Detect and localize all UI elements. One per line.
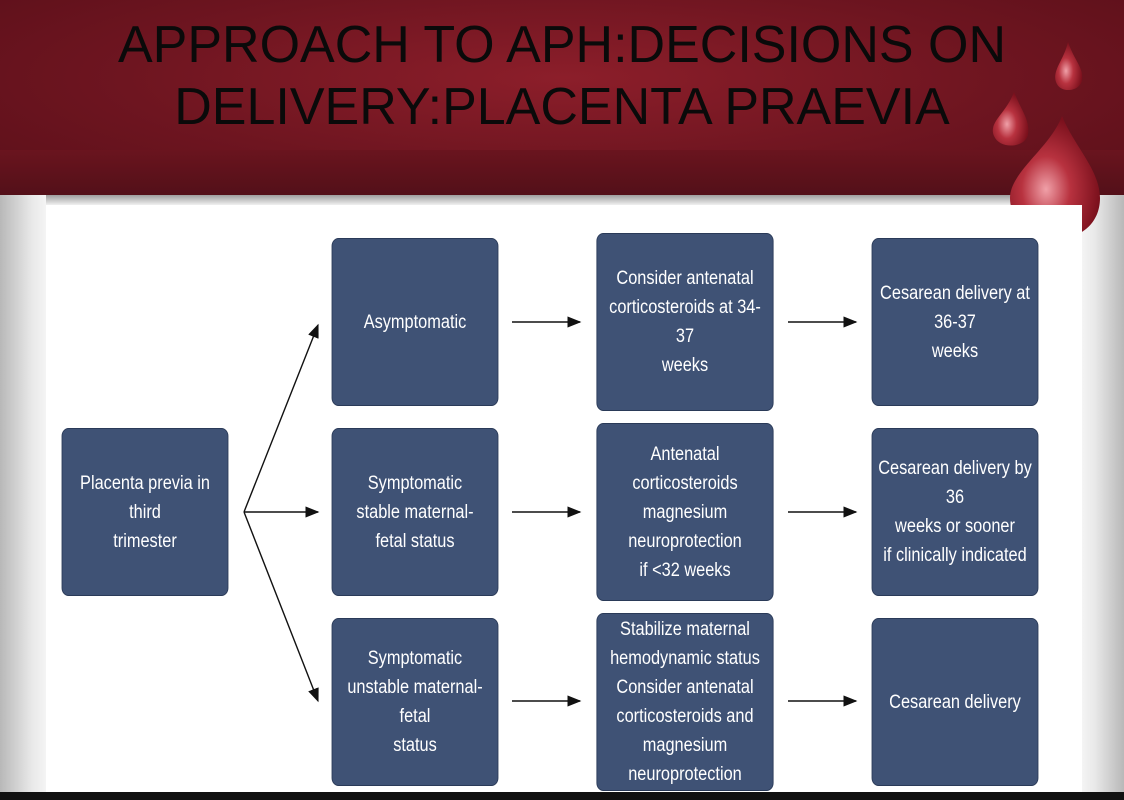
node-asym-delivery: Cesarean delivery at 36-37 weeks xyxy=(871,238,1039,406)
node-unstable-management: Stabilize maternal hemodynamic status Co… xyxy=(596,613,774,791)
arrow-root-to-asymptomatic xyxy=(243,323,319,513)
node-symptomatic-stable: Symptomatic stable maternal- fetal statu… xyxy=(331,428,499,596)
left-panel-edge xyxy=(0,195,46,800)
bottom-border xyxy=(0,792,1124,800)
blood-drop-medium xyxy=(992,92,1029,146)
right-panel-edge xyxy=(1082,195,1124,800)
node-placenta-previa: Placenta previa in third trimester xyxy=(61,428,229,596)
node-symptomatic-unstable: Symptomatic unstable maternal-fetal stat… xyxy=(331,618,499,786)
slide-title: APPROACH TO APH:DECISIONS ON DELIVERY:PL… xyxy=(20,14,1104,138)
blood-drop-small xyxy=(1055,42,1083,91)
title-line-1: APPROACH TO APH:DECISIONS ON xyxy=(117,16,1007,74)
flowchart-arrows xyxy=(243,316,858,707)
arrow-root-to-unstable xyxy=(243,511,319,703)
node-unstable-delivery: Cesarean delivery xyxy=(871,618,1039,786)
content-top-border xyxy=(0,195,1124,205)
node-asymptomatic: Asymptomatic xyxy=(331,238,499,406)
title-line-2: DELIVERY:PLACENTA PRAEVIA xyxy=(174,78,950,136)
node-asym-management: Consider antenatal corticosteroids at 34… xyxy=(596,233,774,411)
node-stable-management: Antenatal corticosteroids magnesium neur… xyxy=(596,423,774,601)
header-band xyxy=(0,150,1124,195)
flowchart: Placenta previa in third trimester Asymp… xyxy=(46,205,1082,792)
node-stable-delivery: Cesarean delivery by 36 weeks or sooner … xyxy=(871,428,1039,596)
